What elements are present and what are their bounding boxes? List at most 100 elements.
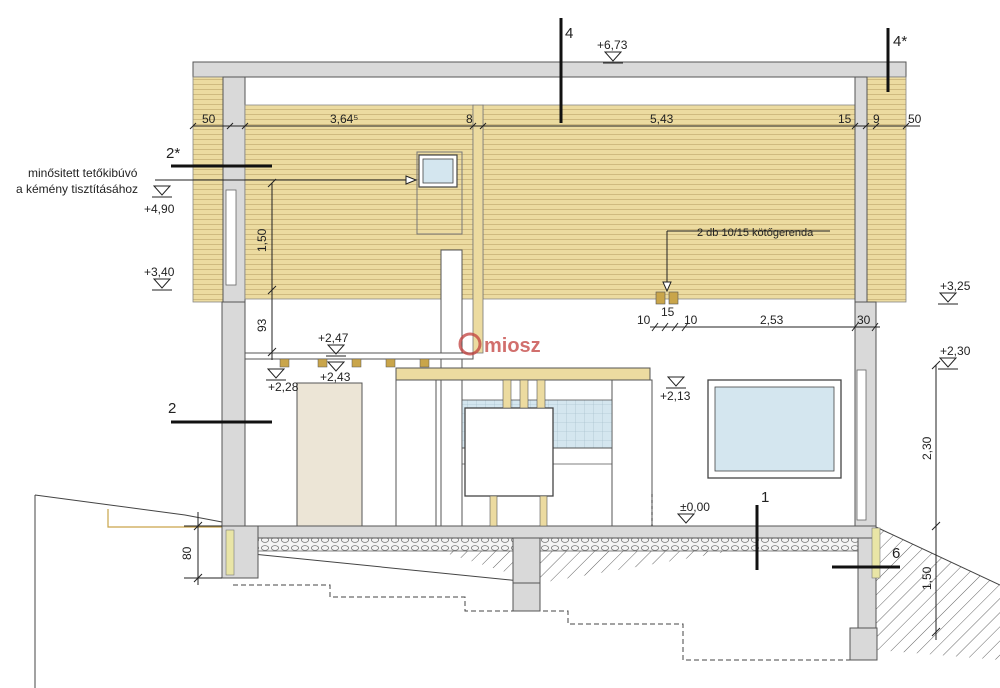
wall-left — [221, 301, 246, 527]
level-triangle-2-28 — [266, 368, 286, 381]
ground-line-under — [232, 551, 541, 584]
cut-label-1: 1 — [761, 489, 769, 506]
level-triangle-ridge — [603, 51, 623, 64]
dim-top-8: 8 — [466, 112, 473, 126]
roof-assembly — [192, 61, 907, 527]
dim-beam-10-a: 10 — [637, 313, 651, 327]
dim-beam-15: 15 — [661, 305, 675, 319]
level-triangle-3-25 — [938, 292, 958, 305]
mezzanine-joists — [279, 358, 430, 368]
kitchen — [395, 367, 653, 527]
kitchen-island-leg-2 — [539, 495, 548, 527]
annotation-roof-hatch-1: minősitett tetőkibúvó — [28, 166, 138, 180]
level-labels: +6,73 +4,90 +3,40 +3,25 +2,30 +2,47 +2,2… — [144, 38, 971, 514]
level-triangle-2-47 — [326, 344, 346, 357]
hood-post-1 — [502, 379, 512, 409]
dim-top-5-43: 5,43 — [650, 112, 674, 126]
watermark-text: miosz — [484, 335, 541, 357]
timber-room-right — [482, 104, 856, 300]
kitchen-wall-cabinet — [395, 367, 651, 381]
walls — [221, 301, 877, 527]
hood-post-2 — [519, 379, 529, 409]
footing-dimension — [184, 512, 222, 585]
timber-right-wall-top — [854, 76, 868, 303]
level-triangle-4-90 — [152, 185, 172, 198]
level-symbols — [152, 51, 958, 526]
level-3-40: +3,40 — [144, 265, 175, 279]
ground-line-left — [34, 494, 223, 523]
tie-beam-1 — [655, 291, 666, 305]
level-triangle-2-30 — [938, 357, 958, 370]
section-cuts — [171, 18, 900, 570]
picture-window — [707, 379, 842, 479]
level-2-47: +2,47 — [318, 331, 349, 345]
dim-top-3-64: 3,64⁵ — [330, 112, 358, 126]
dim-v-93: 93 — [255, 318, 269, 332]
cut-label-2: 2 — [168, 400, 176, 417]
kitchen-tall-cabinet-right — [611, 379, 653, 527]
timber-right-eave — [865, 76, 907, 303]
miosz-watermark: miosz — [458, 332, 541, 357]
cut-label-6: 6 — [892, 545, 900, 562]
section-cut-labels: 4 4* 2* 2 1 6 — [166, 25, 907, 562]
floor-slab — [221, 525, 877, 539]
annotation-roof-hatch-2: a kémény tisztításához — [16, 182, 138, 196]
old-terrain-dashed — [233, 584, 858, 661]
window-left-upper — [225, 189, 237, 286]
dim-right-1-50: 1,50 — [920, 566, 934, 590]
window-right-lower — [856, 369, 867, 521]
roof-slab — [192, 61, 907, 78]
dim-top-50-left: 50 — [202, 112, 216, 126]
top-dimension-chain — [189, 122, 920, 130]
level-4-90: +4,90 — [144, 202, 175, 216]
timber-post-center — [472, 104, 484, 354]
kitchen-island-leg-1 — [489, 495, 498, 527]
roof-hatch-glass — [422, 158, 454, 184]
cut-label-4: 4 — [565, 25, 573, 42]
dim-beam-2-53: 2,53 — [760, 313, 784, 327]
timber-room-left — [244, 104, 474, 300]
kitchen-island — [464, 407, 554, 497]
ground-line-right — [875, 526, 1000, 586]
footing-right-lower — [849, 627, 878, 661]
dim-beam-30: 30 — [857, 313, 871, 327]
level-triangle-3-40 — [152, 278, 172, 291]
slab-gravel — [257, 537, 859, 552]
terrain-hatched-right — [540, 527, 1000, 660]
level-2-30: +2,30 — [940, 344, 971, 358]
tie-beam-annotation: 2 db 10/15 kötőgerenda — [662, 227, 830, 293]
footing-right-insulation — [871, 527, 881, 579]
foundations — [221, 525, 881, 661]
roof-hatch-annotation: minősitett tetőkibúvó a kémény tisztítás… — [16, 166, 418, 196]
level-triangle-0-00 — [676, 513, 696, 524]
footing-mid — [512, 537, 541, 584]
footing-left-insulation — [225, 529, 235, 576]
dim-top-50-right: 50 — [908, 112, 922, 126]
level-2-43: +2,43 — [320, 370, 351, 384]
level-3-25: +3,25 — [940, 279, 971, 293]
beam-dimension-chain — [650, 322, 880, 332]
level-2-28: +2,28 — [268, 380, 299, 394]
kitchen-tall-cabinet-left — [395, 379, 437, 527]
dim-v-1-50: 1,50 — [255, 228, 269, 252]
annotation-tie-beam: 2 db 10/15 kötőgerenda — [697, 227, 814, 239]
level-triangle-2-13 — [666, 376, 686, 389]
dim-beam-10-b: 10 — [684, 313, 698, 327]
level-2-13: +2,13 — [660, 389, 691, 403]
level-triangle-2-43 — [326, 361, 346, 372]
chimney — [440, 249, 463, 527]
dim-right-2-30: 2,30 — [920, 436, 934, 460]
level-ridge: +6,73 — [597, 38, 628, 52]
cut-label-2-star: 2* — [166, 145, 180, 162]
dim-top-15: 15 — [838, 112, 852, 126]
ochre-marker — [107, 509, 222, 528]
roof-hatch-box — [416, 151, 463, 235]
footing-mid-lower — [512, 582, 541, 612]
interior-door — [296, 382, 363, 527]
dim-top-9: 9 — [873, 112, 880, 126]
hood-post-3 — [536, 379, 546, 409]
mezzanine-beam — [244, 352, 474, 360]
top-dimension-labels: 50 3,64⁵ 8 5,43 15 9 50 — [202, 112, 922, 126]
level-0-00: ±0,00 — [680, 500, 710, 514]
tie-beam-2 — [668, 291, 679, 305]
